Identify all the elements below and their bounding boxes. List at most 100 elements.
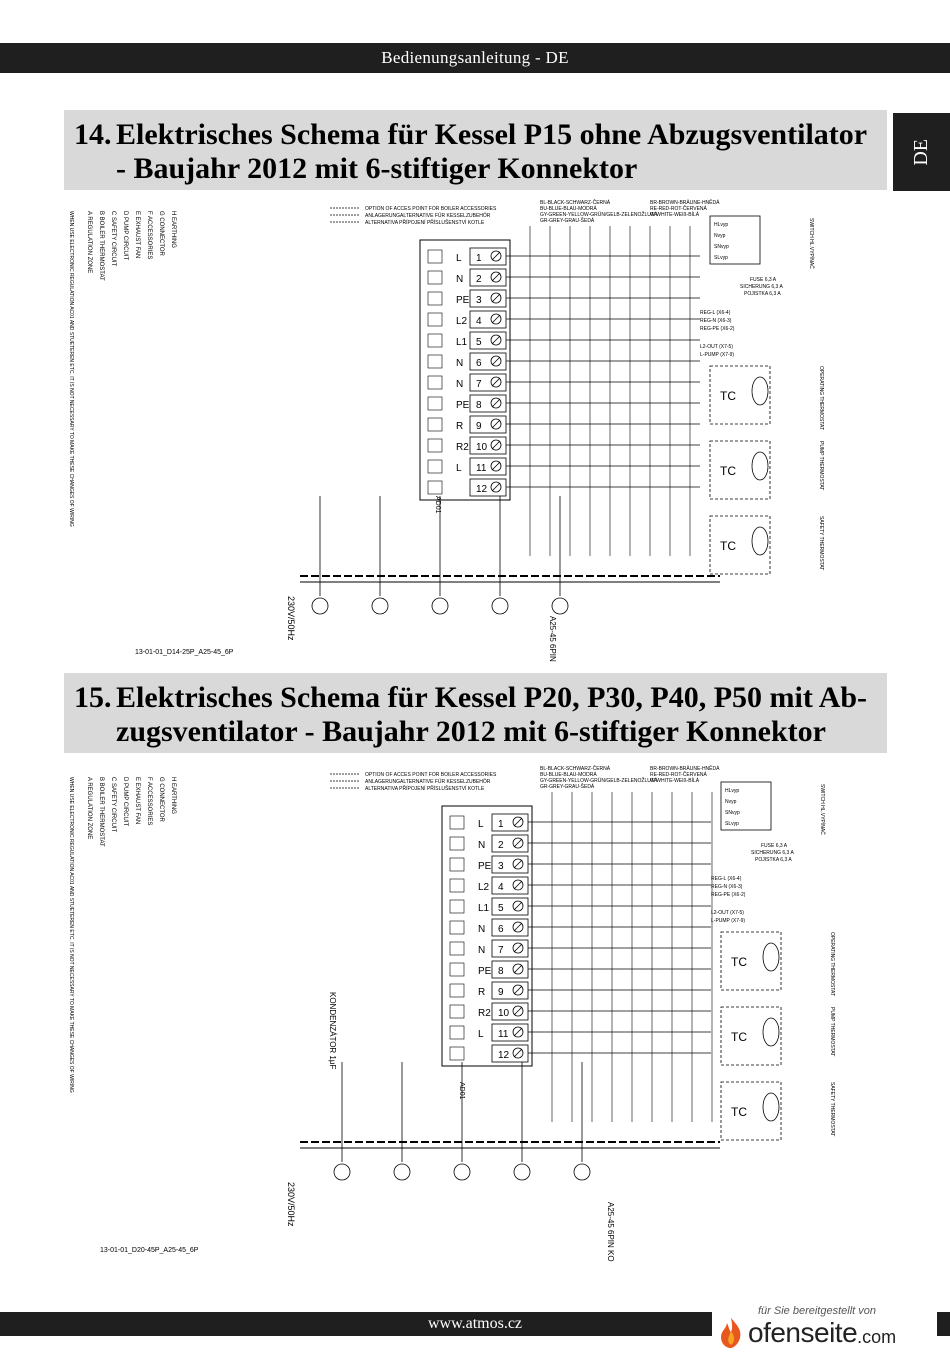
terminal-label: PE <box>478 966 492 977</box>
screw-slot <box>491 251 501 261</box>
screw-slot <box>513 922 523 932</box>
color-code: GR-GREY-GRAU-ŠEDÁ <box>540 217 595 224</box>
terminal-label: R2 <box>478 1008 491 1019</box>
switch-label: HLvyp <box>725 788 739 794</box>
terminal-screw <box>512 1026 524 1038</box>
thermostat-tc: TC <box>720 389 736 403</box>
terminal-number: 4 <box>498 882 504 893</box>
thermostat-box <box>720 931 782 991</box>
language-label: DE <box>910 138 932 166</box>
component-box <box>449 878 465 893</box>
switch-note: SWITCH HL.VYPÍNAČ <box>808 218 815 269</box>
terminal-number: 2 <box>498 840 504 851</box>
ofenseite-logo: für Sie bereitgestellt von ofenseite.com <box>712 1303 937 1353</box>
thermostat-label: OPERATING THERMOSTAT <box>829 932 835 996</box>
screw-slot <box>491 461 501 471</box>
terminal-screw <box>490 250 502 262</box>
color-code: BL-BLACK-SCHWARZ-ČERNÁ <box>540 199 611 206</box>
terminal-number: 6 <box>498 924 504 935</box>
color-code: BL-BLACK-SCHWARZ-ČERNÁ <box>540 765 611 772</box>
terminal-screw <box>490 292 502 304</box>
component-box <box>449 836 465 851</box>
color-code: RE-RED-ROT-ČERVENÁ <box>650 771 708 778</box>
component-box <box>427 249 443 264</box>
note-line: D PUMP CIRCUIT <box>122 211 128 261</box>
section-14-title-line2: - Baujahr 2012 mit 6-stiftiger Konnektor <box>116 152 638 185</box>
terminal-label: L <box>456 463 462 474</box>
terminal-screw <box>490 460 502 472</box>
notes-header: WHEN USE ELECTRONIC REGULATION AC01 AND … <box>68 777 74 1093</box>
screw-slot <box>513 838 523 848</box>
component-box <box>449 1046 465 1061</box>
component-box <box>449 1025 465 1040</box>
note-line: A REGULATION ZONE <box>86 211 92 273</box>
terminal-number: 10 <box>498 1008 510 1019</box>
thermostat-knob <box>762 942 780 972</box>
switch-label: HLvyp <box>714 222 728 228</box>
terminal-number: 8 <box>498 966 504 977</box>
device-symbol <box>453 1163 471 1181</box>
out-label: L-PUMP (X7-9) <box>711 918 745 924</box>
terminal-number: 8 <box>476 400 482 411</box>
thermostat-tc: TC <box>731 1030 747 1044</box>
terminal-screw <box>512 837 524 849</box>
section-14-title-line1: Elektrisches Schema für Kessel P15 ohne … <box>116 118 868 151</box>
terminal-screw <box>490 313 502 325</box>
color-code: GR-GREY-GRAU-ŠEDÁ <box>540 783 595 790</box>
terminal-label: L1 <box>478 903 490 914</box>
terminal-label: N <box>478 945 485 956</box>
section-15-title-line2: zugsventilator - Baujahr 2012 mit 6-stif… <box>116 715 826 748</box>
terminal-label: N <box>456 274 463 285</box>
note-line: E EXHAUST FAN <box>134 777 140 824</box>
connector-label: A25-45 6PIN KONEKTOR <box>606 1202 615 1262</box>
thermostat-knob <box>751 526 769 556</box>
terminal-number: 3 <box>476 295 482 306</box>
terminal-number: 1 <box>498 819 504 830</box>
fuse-label: POJISTKA 6,3 A <box>755 857 792 863</box>
terminal-screw <box>512 816 524 828</box>
connector-label: A25-45 6PIN KONEKTOR <box>548 616 557 664</box>
thermostat-tc: TC <box>731 955 747 969</box>
screw-slot <box>491 293 501 303</box>
component-box <box>449 941 465 956</box>
thermostat-knob <box>751 451 769 481</box>
thermostat-box <box>709 440 771 500</box>
terminal-screw <box>512 900 524 912</box>
terminal-label: PE <box>478 861 492 872</box>
component-box <box>427 291 443 306</box>
device-symbol <box>311 597 329 615</box>
switch-note: SWITCH HL.VYPÍNAČ <box>819 784 826 835</box>
component-box <box>449 920 465 935</box>
flame-icon <box>721 1318 741 1348</box>
thermostat-tc: TC <box>720 539 736 553</box>
thermostat-box <box>720 1081 782 1141</box>
terminal-number: 11 <box>498 1029 509 1040</box>
terminal-number: 6 <box>476 358 482 369</box>
section-15-number: 15. <box>74 681 112 714</box>
component-box <box>427 354 443 369</box>
terminal-number: 11 <box>476 463 487 474</box>
terminal-screw <box>512 858 524 870</box>
screw-slot <box>491 440 501 450</box>
terminal-screw <box>490 481 502 493</box>
terminal-label: L <box>478 819 484 830</box>
color-code: RE-RED-ROT-ČERVENÁ <box>650 205 708 212</box>
terminal-number: 2 <box>476 274 482 285</box>
thermostat-tc: TC <box>731 1105 747 1119</box>
device-symbol <box>491 597 509 615</box>
screw-slot <box>513 943 523 953</box>
reg-label: REG-PE (X6-2) <box>711 892 746 898</box>
screw-slot <box>513 1048 523 1058</box>
legend-text: OPTION OF ACCES POINT FOR BOILER ACCESSO… <box>365 772 497 778</box>
terminal-screw <box>512 1047 524 1059</box>
terminal-screw <box>512 879 524 891</box>
terminal-number: 9 <box>476 421 482 432</box>
thermostat-knob <box>762 1092 780 1122</box>
terminal-number: 7 <box>498 945 504 956</box>
thermostat-label: SAFETY THERMOSTAT <box>829 1082 835 1136</box>
language-tab: DE <box>893 113 950 191</box>
